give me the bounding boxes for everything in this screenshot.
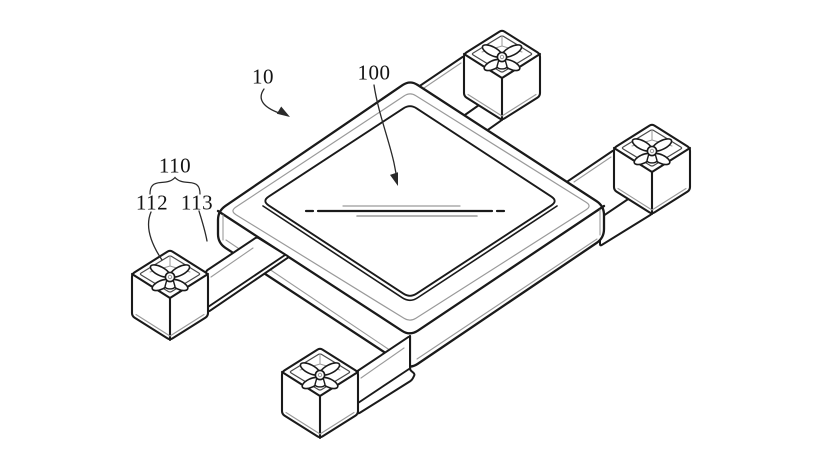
rotor-box-top: [462, 29, 542, 122]
arrowhead-10: [276, 106, 290, 117]
screen-glare-lines: [304, 205, 506, 217]
leader-113: [198, 210, 208, 242]
ref-label-113: 113: [180, 190, 214, 215]
rotor-box-left: [130, 249, 210, 342]
ref-label-112: 112: [135, 190, 169, 215]
brace-110: [149, 176, 201, 195]
annotations: [147, 84, 398, 261]
leader-100: [373, 84, 398, 177]
propeller-icon: [631, 138, 673, 166]
propeller-icon: [149, 264, 191, 292]
leader-10: [260, 88, 280, 114]
rotor-boxes: [130, 29, 692, 440]
ref-label-110: 110: [158, 153, 192, 178]
propeller-icon: [481, 44, 523, 72]
arrowhead-100: [390, 172, 398, 186]
ref-label-10: 10: [252, 64, 274, 89]
leader-112: [147, 211, 163, 261]
rotor-box-right: [612, 123, 692, 216]
rotor-box-bottom: [280, 347, 360, 440]
propeller-icon: [299, 362, 341, 390]
ref-label-100: 100: [357, 60, 391, 85]
arm-beams-front: [205, 236, 416, 415]
display-panel: [262, 105, 558, 302]
